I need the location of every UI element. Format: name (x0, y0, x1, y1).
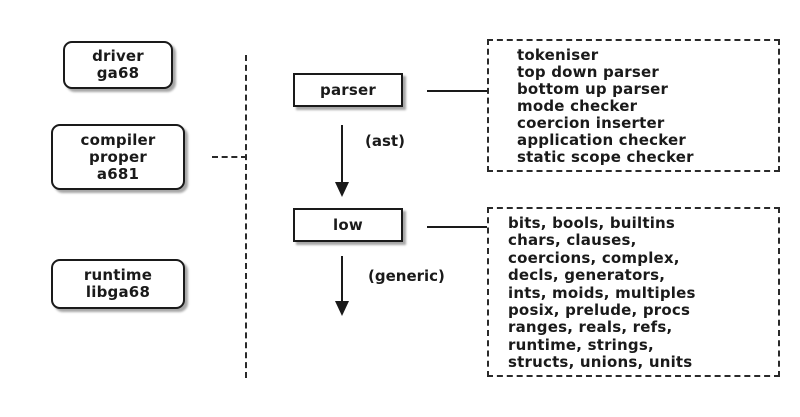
module-line: top down parser (517, 63, 659, 81)
module-line: static scope checker (517, 148, 694, 166)
generic-label: (generic) (368, 267, 445, 285)
box-label: parser (320, 81, 376, 99)
low-connector-line (427, 226, 488, 228)
module-line: bits, bools, builtins (508, 214, 676, 232)
module-line: posix, prelude, procs (508, 301, 691, 320)
pipeline-group-dashed-line (245, 55, 247, 378)
runtime-box: runtime libga68 (51, 259, 185, 309)
module-line: decls, generators, (508, 266, 666, 285)
module-line: chars, clauses, (508, 231, 637, 250)
arrow-shaft (341, 256, 343, 302)
module-line: bottom up parser (517, 80, 669, 98)
low-modules-box: bits, bools, builtins chars, clauses, co… (487, 207, 780, 377)
module-list: tokeniser top down parser bottom up pars… (489, 41, 778, 166)
box-line: libga68 (85, 283, 151, 301)
arrow-down-icon (335, 182, 349, 197)
box-line: a681 (96, 164, 140, 183)
module-line: ranges, reals, refs, (508, 318, 673, 337)
box-line: proper (89, 147, 147, 166)
module-line: structs, unions, units (508, 353, 693, 372)
box-line: runtime (83, 266, 153, 284)
box-line: driver (92, 47, 144, 65)
module-line: coercion inserter (517, 114, 665, 132)
module-list: bits, bools, builtins chars, clauses, co… (489, 209, 778, 372)
module-line: runtime, strings, (508, 335, 654, 354)
parser-connector-line (427, 90, 488, 92)
parser-modules-box: tokeniser top down parser bottom up pars… (487, 39, 780, 172)
arrow-down-icon (335, 301, 349, 316)
module-line: ints, moids, multiples (508, 283, 696, 302)
module-line: coercions, complex, (508, 248, 680, 267)
compiler-dashed-connector-line (212, 156, 247, 158)
box-label: low (333, 216, 363, 234)
ast-label: (ast) (365, 132, 405, 150)
compiler-proper-box: compiler proper a681 (51, 124, 185, 190)
arrow-shaft (341, 125, 343, 182)
driver-box: driver ga68 (63, 41, 173, 89)
module-line: mode checker (517, 97, 638, 115)
parser-box: parser (293, 73, 403, 107)
module-line: application checker (517, 131, 686, 149)
low-box: low (293, 208, 403, 242)
module-line: tokeniser (517, 46, 599, 64)
box-line: compiler (80, 130, 156, 149)
box-line: ga68 (96, 64, 140, 82)
